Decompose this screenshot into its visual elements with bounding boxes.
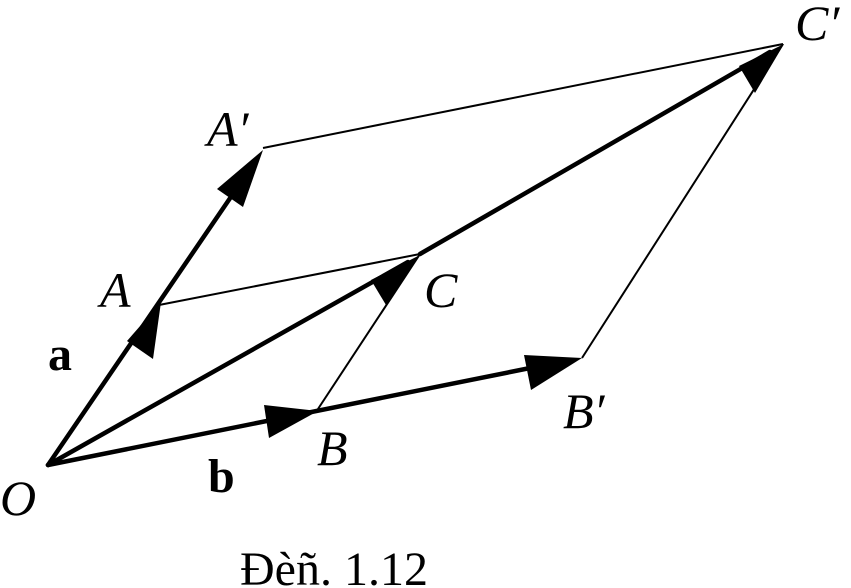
segment-a-c — [158, 253, 421, 306]
arrowhead-a — [127, 302, 161, 359]
label-point-b-prime: B′ — [563, 383, 606, 439]
label-point-a: A — [97, 262, 131, 318]
segment-c-b — [315, 253, 421, 413]
vector-c-c-prime — [417, 49, 773, 257]
label-vector-a: a — [48, 328, 72, 381]
arrowhead-b-prime — [524, 355, 582, 390]
label-point-c: C — [424, 262, 458, 318]
label-point-c-prime: C′ — [795, 0, 840, 51]
segment-c-prime-b-prime — [581, 43, 784, 359]
vector-o-c — [45, 259, 411, 468]
label-vector-b: b — [208, 450, 235, 503]
label-point-b: B — [317, 420, 348, 476]
label-point-a-prime: A′ — [204, 101, 250, 157]
figure-caption: Đèñ. 1.12 — [240, 543, 428, 588]
segment-a-prime-c-prime — [262, 43, 784, 149]
arrowhead-b — [264, 405, 318, 438]
arrowhead-c-prime — [739, 44, 784, 93]
label-point-o: O — [0, 470, 36, 526]
arrowhead-c — [371, 256, 418, 305]
arrowhead-a-prime — [217, 150, 263, 207]
